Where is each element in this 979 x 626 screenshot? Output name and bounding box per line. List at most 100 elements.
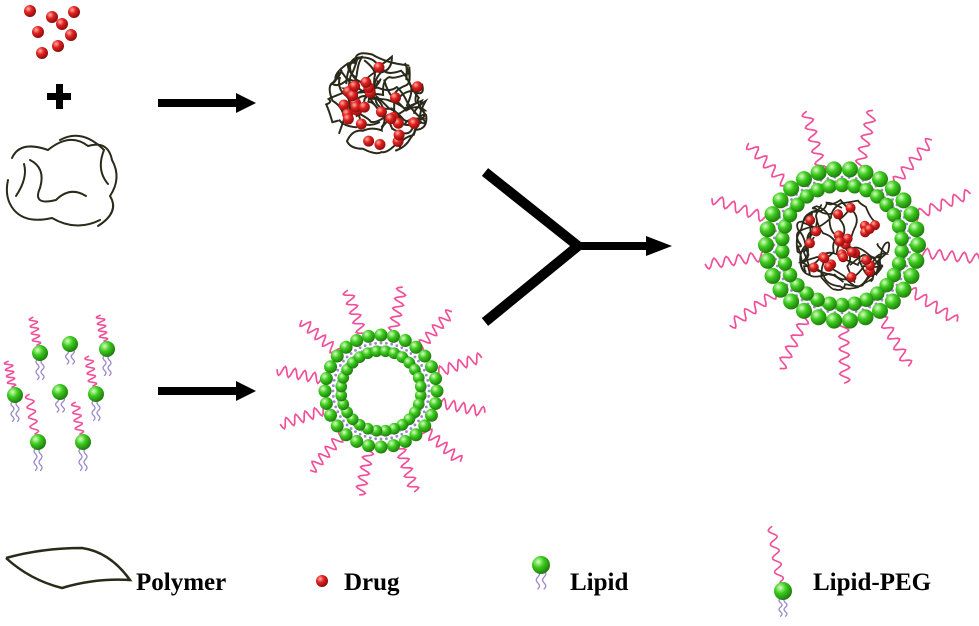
polymer-chain [334,56,390,124]
lipid-head [908,221,925,238]
lipid-head [772,281,789,298]
peg-chain [393,443,420,493]
lipid-head [362,329,376,343]
lipid-head [782,207,798,223]
lipid-head [398,334,412,348]
lipid-head [330,419,344,433]
arrow-head [236,381,256,401]
lipid-head [319,372,333,386]
lipid-head [810,164,827,181]
lipid-head [908,252,925,269]
drug-particle [811,226,822,237]
peg-chains [704,109,979,384]
polymer-chain [15,163,26,197]
peg-chain [279,403,329,430]
legend-polymer-icon [5,546,133,590]
drug-particle [347,90,359,102]
lipid-head [409,428,423,442]
lipid-head [891,219,907,234]
lipid-head [826,312,843,329]
peg-chain [916,247,979,264]
tail-dot [384,341,388,345]
lipid-head [790,277,805,293]
polymer-chain [59,134,109,185]
tail-dot [908,236,912,240]
lipid-head [810,182,825,198]
polymer-chain [811,205,856,283]
lipid-head [532,556,550,574]
peg-chain [779,311,810,370]
polymer-chain [5,179,101,227]
tail-dot [413,423,417,427]
lipid-head [388,422,401,435]
lipid-head [386,439,400,453]
lipid-head [790,197,805,213]
tail-dot [334,405,338,409]
lipid-head [32,345,48,361]
polymer-chain [363,59,429,123]
drug-particle [342,113,354,125]
tail-dot [354,430,357,434]
lipid-head [799,286,814,301]
tail-dot [374,437,378,441]
tail-dot [772,250,776,254]
lipid-head [429,396,443,410]
lipid-head [337,398,350,411]
peg-chain [903,286,959,322]
lipid-head [430,384,444,398]
drug-particle [393,129,405,141]
tail-dot [840,311,844,315]
tail-dot [363,344,367,348]
lipid-head [777,219,793,234]
lipid-tail [33,447,38,472]
lipid-tail [83,447,88,472]
drug-particle [411,81,423,93]
peg-chain [837,320,851,384]
peg-chain [355,445,375,496]
drug-particle [360,76,372,88]
peg-chain [711,196,772,223]
lipid-head [857,309,874,326]
lipid-head [339,340,353,354]
peg-chain [28,316,42,346]
tail-dot [424,373,428,377]
lipid-head [895,192,912,209]
lipid-head [777,256,793,271]
peg-chain [435,397,486,417]
polymer-chain [11,139,118,227]
lipid-head [870,189,885,204]
tail-dot [338,415,342,418]
peg-chain [387,286,407,337]
lipid-head [841,312,858,329]
lipid-head [772,192,789,209]
drug-particle [864,224,875,235]
lipid-head [7,387,23,403]
lipid-head [324,360,338,374]
polymer-chain [840,241,891,277]
lipid-head [872,171,888,188]
legend-lipid-peg-icon [767,525,792,617]
lipid-head [775,244,790,259]
lipid-head [847,296,862,311]
peg-chain [729,286,782,329]
drug-particle [804,238,815,249]
lipid-head [758,237,774,253]
drug-particle [52,40,64,52]
free-lipids-and-lipid-peg [3,314,115,472]
peg-chain [767,525,785,583]
polymer-chain [797,201,844,283]
peg-chain [874,310,913,367]
polymer-chain [796,237,845,273]
lipid-head [884,180,901,197]
lipid-head [859,182,874,198]
drug-particle [375,106,387,118]
lipid-head [857,164,874,181]
drug-particle [808,262,819,273]
lipid-head [30,434,46,450]
peg-chain [342,289,369,339]
lipid-tail [38,447,43,472]
lipid-head [834,177,850,193]
lipid [52,384,68,413]
peg-chain [276,365,327,385]
peg-chain [24,393,40,435]
